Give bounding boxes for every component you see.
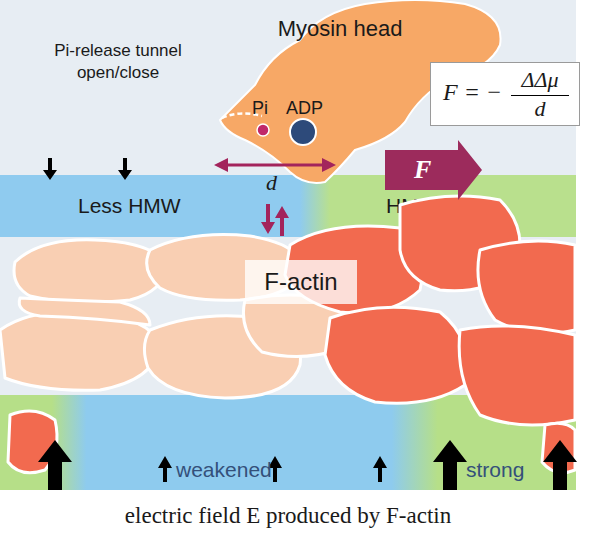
- pi-dot: [257, 124, 269, 136]
- distance-label: d: [266, 170, 277, 196]
- node-title: F-actin: [245, 268, 357, 296]
- hmw-band-weak: Less HMW: [0, 175, 300, 237]
- adp-circle: [290, 119, 316, 145]
- actin-subunits-dark: [8, 196, 575, 473]
- actin-label-box: F-actin: [245, 260, 357, 304]
- tunnel-label: Pi-release tunnel open/close: [38, 40, 198, 84]
- formula-lhs: F = −: [443, 79, 502, 106]
- field-strong-label: strong: [466, 458, 524, 482]
- formula-denominator: d: [509, 96, 571, 122]
- pi-label: Pi: [252, 98, 268, 119]
- caption-text: electric field E produced by F-actin: [0, 503, 576, 529]
- fraction-bar: [511, 95, 569, 96]
- force-label: F: [414, 155, 431, 185]
- band-label: Less HMW: [78, 194, 181, 218]
- field-arrows: [38, 440, 577, 490]
- formula-numerator: ΔΔμ: [509, 67, 571, 93]
- formula-box: F = − ΔΔμ d: [430, 62, 580, 126]
- node-title: Myosin head: [255, 16, 425, 42]
- adp-label: ADP: [286, 98, 323, 119]
- field-weak-label: weakened: [176, 458, 272, 482]
